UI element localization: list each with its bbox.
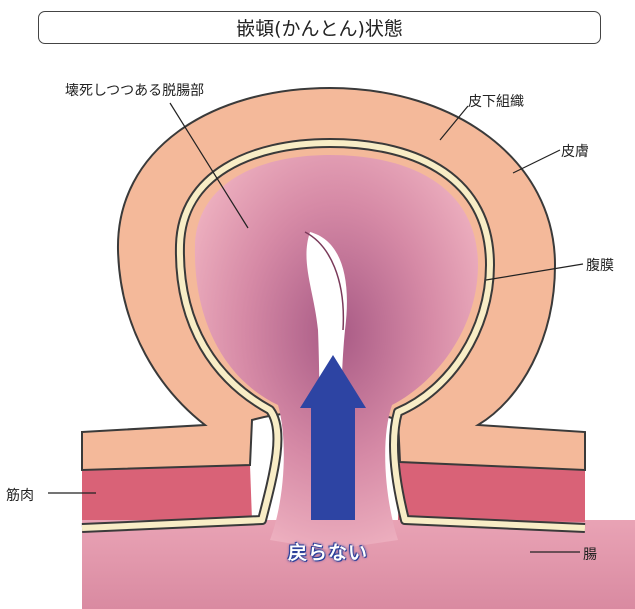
label-skin: 皮膚 bbox=[561, 141, 589, 161]
muscle-right bbox=[398, 462, 585, 522]
label-cannot-return: 戻らない bbox=[288, 538, 368, 565]
label-intestine: 腸 bbox=[583, 544, 597, 564]
label-peritoneum: 腹膜 bbox=[586, 255, 614, 275]
muscle-left bbox=[82, 465, 252, 520]
skin-leader bbox=[513, 150, 560, 173]
label-subcutaneous: 皮下組織 bbox=[468, 91, 524, 111]
label-muscle: 筋肉 bbox=[6, 485, 34, 505]
label-necrotic: 壊死しつつある脱腸部 bbox=[65, 80, 204, 100]
